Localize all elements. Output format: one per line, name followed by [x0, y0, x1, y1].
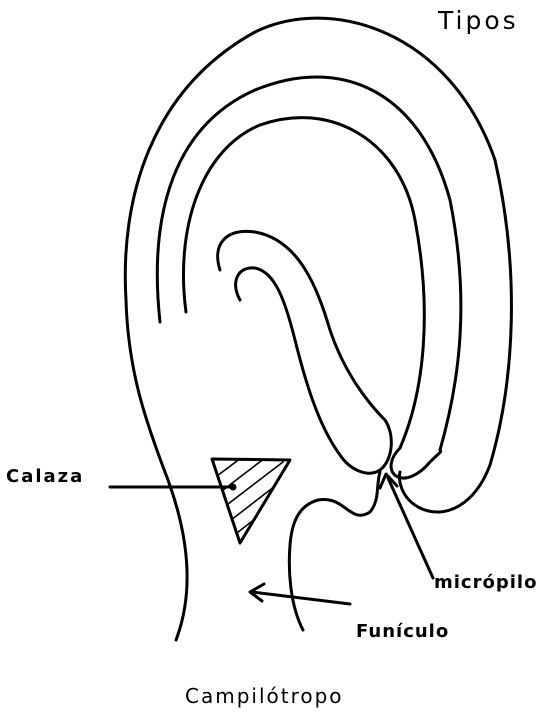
diagram-title: Tipos — [438, 6, 519, 35]
nucellus-outline — [218, 231, 392, 473]
inner-integument-inner — [183, 118, 424, 448]
funiculo-arrow-line — [252, 592, 350, 604]
chalaza-hatching — [205, 455, 288, 540]
chalaza-dot — [230, 484, 237, 491]
calaza-label: Calaza — [6, 466, 84, 487]
micropilo-label: micrópilo — [434, 572, 537, 593]
micropilo-arrow-line — [388, 478, 433, 578]
diagram-caption: Campilótropo — [185, 684, 344, 708]
funicle-right-outline — [289, 472, 380, 630]
outer-integument-outline — [125, 18, 511, 640]
funiculo-label: Funículo — [356, 621, 449, 642]
